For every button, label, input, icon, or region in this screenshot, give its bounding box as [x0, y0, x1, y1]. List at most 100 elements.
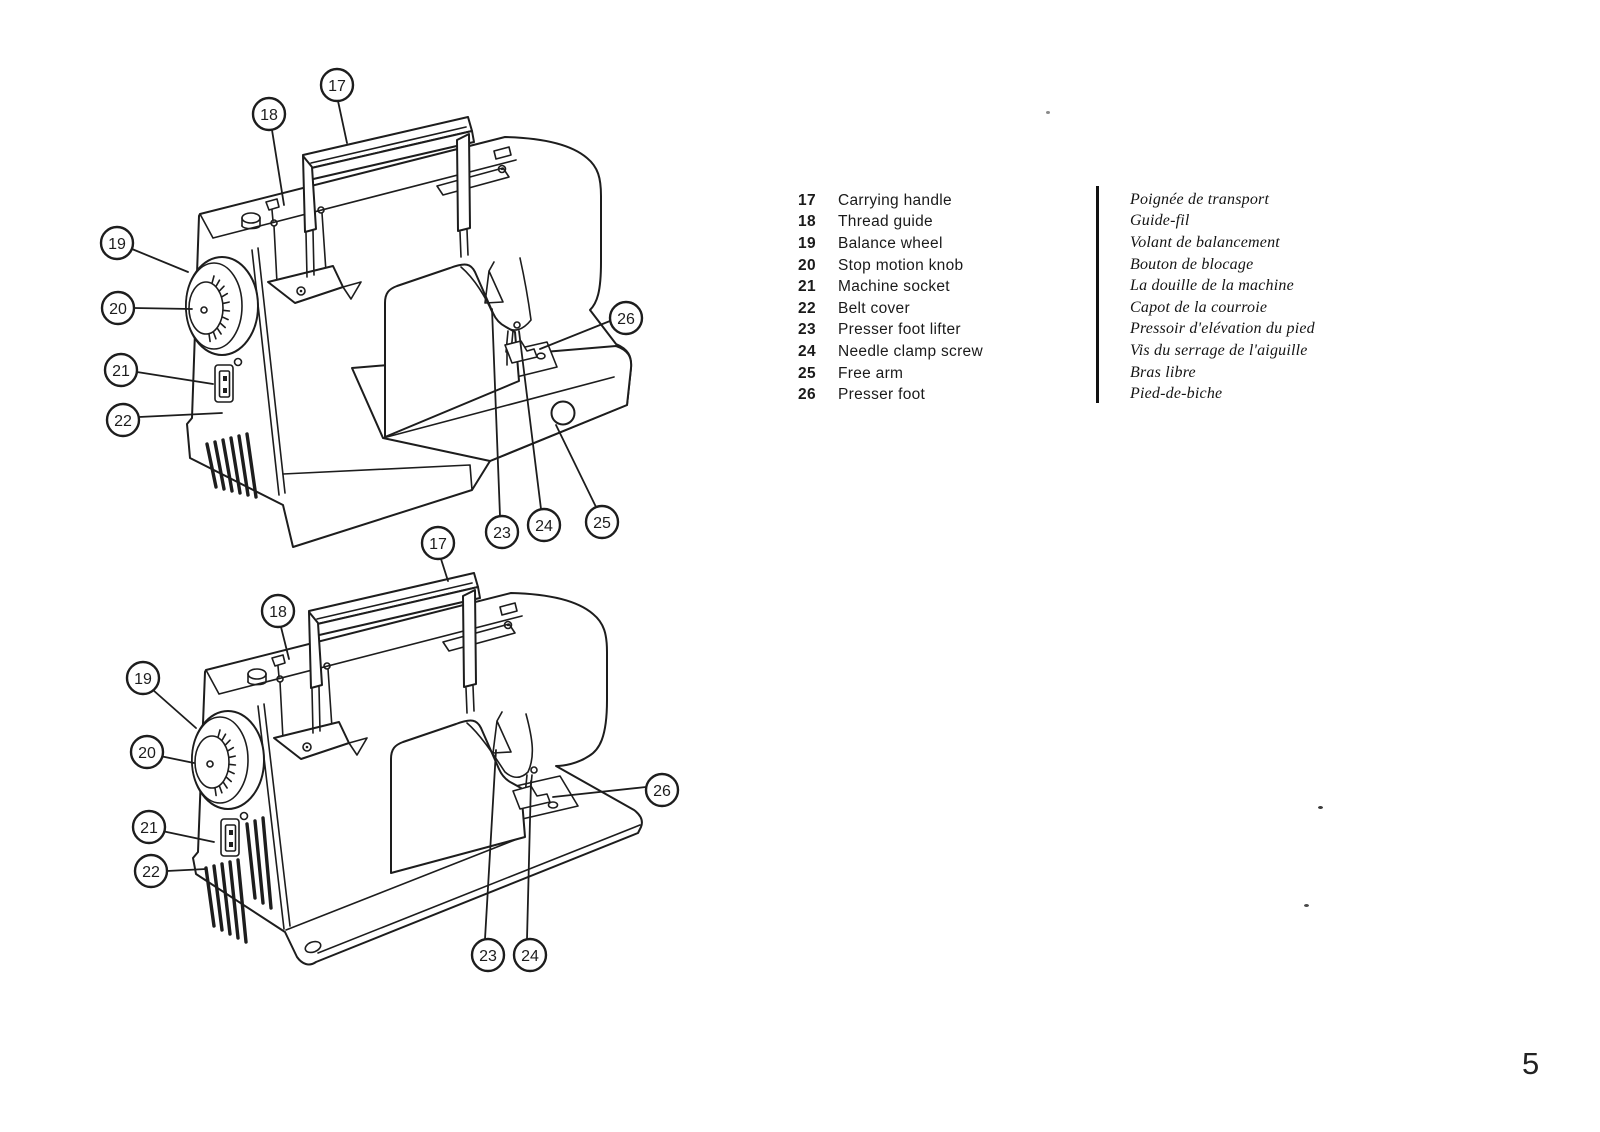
svg-text:21: 21 — [112, 363, 130, 380]
callout-22-bottom: 22 — [133, 853, 169, 889]
svg-text:23: 23 — [479, 948, 497, 965]
part-label-en: Machine socket — [838, 278, 950, 296]
callout-21-top: 21 — [103, 352, 139, 388]
callout-24-bottom: 24 — [512, 937, 548, 973]
presser-foot-lifter — [492, 711, 512, 754]
balance-wheel — [185, 256, 259, 367]
callout-17-top: 17 — [319, 67, 355, 103]
svg-text:18: 18 — [269, 604, 287, 621]
callout-18-top: 18 — [251, 96, 287, 132]
part-label-fr: Bras libre — [1130, 363, 1196, 381]
svg-text:17: 17 — [429, 536, 447, 553]
part-number: 19 — [798, 234, 817, 252]
callout-19-top: 19 — [99, 225, 135, 261]
column-divider — [1096, 186, 1099, 403]
part-label-fr: La douille de la machine — [1130, 277, 1294, 295]
part-label-en: Thread guide — [838, 213, 933, 231]
part-number: 21 — [798, 278, 817, 296]
svg-text:18: 18 — [260, 107, 278, 124]
callout-23-top: 23 — [484, 514, 520, 550]
svg-text:26: 26 — [617, 311, 635, 328]
page-number: 5 — [1522, 1046, 1540, 1081]
callout-21-bottom: 21 — [131, 809, 167, 845]
parts-list-fr: Poignée de transport Guide-fil Volant de… — [1130, 189, 1315, 405]
screw — [239, 811, 249, 821]
balance-wheel — [191, 710, 265, 821]
svg-text:17: 17 — [328, 78, 346, 95]
part-number: 22 — [798, 299, 817, 317]
svg-text:23: 23 — [493, 525, 511, 542]
part-label-en: Belt cover — [838, 299, 910, 317]
svg-text:22: 22 — [142, 864, 160, 881]
legend-row: La douille de la machine — [1130, 275, 1315, 297]
thread-guide — [265, 198, 362, 304]
belt-cover-vents — [204, 816, 273, 944]
part-label-en: Balance wheel — [838, 234, 943, 252]
print-speck — [1046, 111, 1050, 114]
callout-26-bottom: 26 — [644, 772, 680, 808]
belt-cover-vents — [205, 432, 258, 499]
part-label-fr: Pressoir d'elévation du pied — [1130, 320, 1315, 338]
carrying-handle — [308, 572, 481, 734]
legend-row: 21 Machine socket — [798, 276, 983, 298]
legend-row: 18 Thread guide — [798, 212, 983, 234]
legend-row: Poignée de transport — [1130, 189, 1315, 211]
legend-row: 22 Belt cover — [798, 298, 983, 320]
legend-row: 17 Carrying handle — [798, 190, 983, 212]
part-label-en: Needle clamp screw — [838, 342, 983, 360]
part-number: 23 — [798, 321, 817, 339]
thread-guide — [271, 654, 368, 760]
needle-clamp-screw — [530, 766, 538, 774]
callout-23-bottom: 23 — [470, 937, 506, 973]
spool-pin-base — [241, 212, 261, 230]
free-arm-hole — [550, 400, 576, 426]
part-label-en: Free arm — [838, 364, 904, 382]
callout-18-bottom: 18 — [260, 593, 296, 629]
svg-text:21: 21 — [140, 820, 158, 837]
svg-text:20: 20 — [138, 745, 156, 762]
part-label-en: Stop motion knob — [838, 256, 964, 274]
legend-row: 19 Balance wheel — [798, 233, 983, 255]
part-label-en: Presser foot lifter — [838, 321, 961, 339]
screw — [233, 357, 243, 367]
part-number: 25 — [798, 364, 817, 382]
legend-row: Pressoir d'elévation du pied — [1130, 319, 1315, 341]
legend-row: Pied-de-biche — [1130, 383, 1315, 405]
presser-foot-lifter — [484, 261, 504, 304]
svg-text:24: 24 — [535, 518, 553, 535]
svg-text:19: 19 — [108, 236, 126, 253]
legend-row: Volant de balancement — [1130, 232, 1315, 254]
part-label-en: Carrying handle — [838, 191, 952, 209]
svg-text:26: 26 — [653, 783, 671, 800]
part-number: 26 — [798, 386, 817, 404]
top-cover-details — [436, 146, 512, 196]
top-cover-details — [442, 602, 518, 652]
callout-26-top: 26 — [608, 300, 644, 336]
svg-text:22: 22 — [114, 413, 132, 430]
part-number: 18 — [798, 213, 817, 231]
spool-pin-base — [247, 668, 267, 686]
needle-clamp-screw — [513, 321, 521, 329]
part-label-fr: Capot de la courroie — [1130, 298, 1268, 316]
svg-text:24: 24 — [521, 948, 539, 965]
diagram-top-rear-view: 17 18 19 20 21 22 26 23 24 25 — [99, 67, 644, 550]
part-number: 17 — [798, 191, 817, 209]
part-label-fr: Guide-fil — [1130, 212, 1190, 230]
machine-socket — [220, 818, 240, 857]
machine-socket — [214, 364, 234, 403]
carrying-handle — [302, 116, 475, 278]
legend-row: Bras libre — [1130, 362, 1315, 384]
leader-lines-top — [131, 100, 611, 517]
legend-row: Vis du serrage de l'aiguille — [1130, 340, 1315, 362]
callout-17-bottom: 17 — [420, 525, 456, 561]
callout-20-bottom: 20 — [129, 734, 165, 770]
callout-19-bottom: 19 — [125, 660, 161, 696]
parts-list-en: 17 Carrying handle 18 Thread guide 19 Balan… — [798, 190, 983, 406]
print-speck — [1318, 806, 1323, 809]
legend-row: 25 Free arm — [798, 363, 983, 385]
